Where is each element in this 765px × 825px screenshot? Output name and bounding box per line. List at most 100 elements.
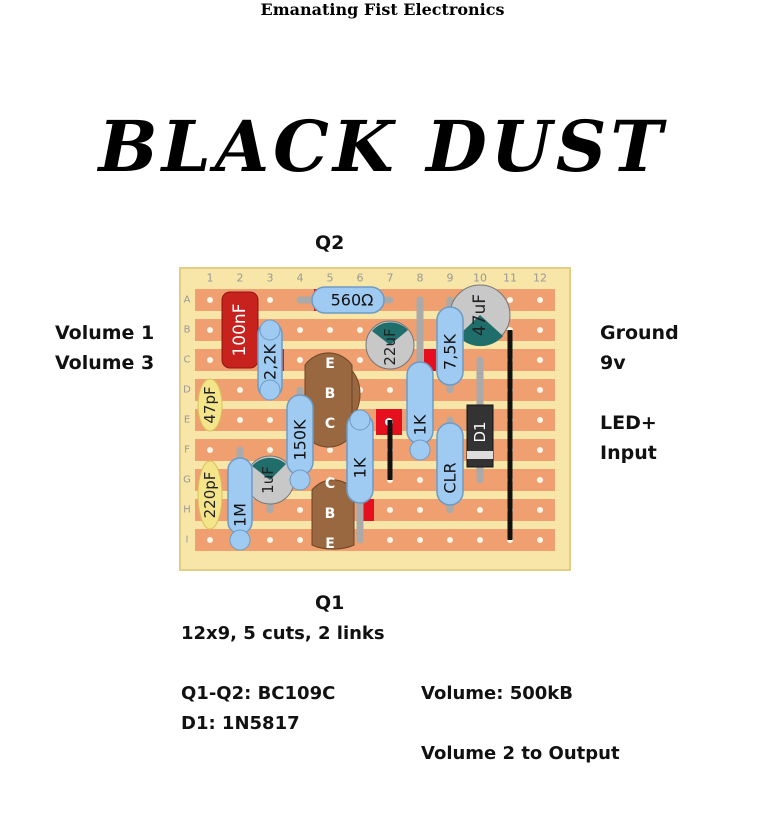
resistor-7k5 [436, 306, 464, 386]
label-q1: Q1 [315, 592, 345, 614]
q2-pins: E B C [325, 356, 336, 432]
row-letter: G [183, 475, 191, 486]
strip-hole [537, 477, 543, 483]
brand-title: Emanating Fist Electronics [260, 0, 505, 19]
strip-hole [387, 387, 393, 393]
strip-hole [267, 297, 273, 303]
strip-hole [537, 507, 543, 513]
label-47pf: 47pF [201, 386, 219, 423]
column-number: 11 [503, 272, 517, 285]
column-number: 10 [473, 272, 487, 285]
column-number: 12 [533, 272, 547, 285]
strip-hole [537, 297, 543, 303]
strip-hole [297, 327, 303, 333]
strip-hole [417, 537, 423, 543]
strip-hole [267, 447, 273, 453]
column-number: 2 [237, 272, 244, 285]
row-letter: A [184, 295, 191, 306]
label-100nf: 100nF [230, 303, 250, 356]
row-letter: I [186, 535, 189, 546]
note-board-info: 12x9, 5 cuts, 2 links [181, 623, 385, 644]
capacitor-220pf [197, 460, 223, 530]
copper-strip-f [195, 439, 555, 461]
note-volume2: Volume 2 to Output [421, 743, 620, 764]
pin-b: B [325, 506, 336, 522]
strip-hole [207, 537, 213, 543]
label-d1: D1 [471, 421, 489, 442]
column-number: 5 [327, 272, 334, 285]
strip-hole [237, 417, 243, 423]
transistor-q2 [304, 352, 361, 448]
strip-hole [357, 327, 363, 333]
label-220pf: 220pF [201, 472, 219, 519]
pin-b: B [325, 386, 336, 402]
copper-strip-d [195, 379, 555, 401]
strip-hole [237, 387, 243, 393]
label-volume1: Volume 1 [55, 322, 155, 344]
label-1uf: 1uF [259, 466, 277, 494]
strip-hole [447, 537, 453, 543]
strip-hole [537, 327, 543, 333]
strip-hole [267, 417, 273, 423]
strip-hole [537, 537, 543, 543]
pin-e: E [325, 536, 335, 552]
note-volume: Volume: 500kB [421, 683, 573, 704]
label-2k2: 2,2K [261, 344, 280, 380]
strip-hole [387, 507, 393, 513]
strip-hole [357, 357, 363, 363]
label-7k5: 7,5K [441, 334, 460, 370]
strip-hole [327, 327, 333, 333]
strip-hole [417, 507, 423, 513]
label-1k-left: 1K [351, 457, 370, 478]
strip-hole [207, 447, 213, 453]
column-number: 4 [297, 272, 304, 285]
strip-hole [417, 477, 423, 483]
column-number: 7 [387, 272, 394, 285]
label-1m: 1M [231, 503, 250, 527]
row-letter: C [184, 355, 191, 366]
column-number: 8 [417, 272, 424, 285]
resistor-560 [311, 286, 385, 314]
project-title: BLACK DUST [98, 105, 667, 188]
label-150k: 150K [291, 419, 310, 461]
strip-hole [477, 507, 483, 513]
label-clr: CLR [441, 462, 460, 493]
strip-hole [297, 537, 303, 543]
note-transistors: Q1-Q2: BC109C [181, 683, 336, 704]
strip-hole [267, 537, 273, 543]
strip-hole [327, 447, 333, 453]
strip-hole [507, 297, 513, 303]
capacitor-22uf [365, 320, 415, 370]
label-q2: Q2 [315, 232, 345, 254]
row-letter: E [184, 415, 190, 426]
resistor-clr [436, 422, 464, 506]
strip-hole [537, 387, 543, 393]
capacitor-47pf [197, 378, 223, 432]
row-letter: H [183, 505, 191, 516]
copper-strip-i [195, 529, 555, 551]
transistor-q1 [311, 479, 355, 550]
strip-hole [537, 447, 543, 453]
strip-hole [537, 417, 543, 423]
diode-band [467, 451, 493, 459]
strip-hole [297, 357, 303, 363]
row-letter: F [184, 445, 190, 456]
q1-pins: C B E [325, 476, 336, 552]
strip-hole [297, 507, 303, 513]
pin-c: C [325, 416, 335, 432]
note-diode: D1: 1N5817 [181, 713, 300, 734]
label-1k-right: 1K [411, 414, 430, 435]
copper-strip-h [195, 499, 555, 521]
strip-hole [207, 327, 213, 333]
label-47uf: 47uF [470, 294, 490, 336]
label-volume3: Volume 3 [55, 352, 155, 374]
pin-e: E [325, 356, 335, 372]
label-9v: 9v [600, 352, 626, 374]
strip-hole [207, 297, 213, 303]
label-560: 560Ω [331, 291, 374, 310]
column-number: 6 [357, 272, 364, 285]
label-led: LED+ [600, 412, 657, 434]
strip-hole [207, 357, 213, 363]
